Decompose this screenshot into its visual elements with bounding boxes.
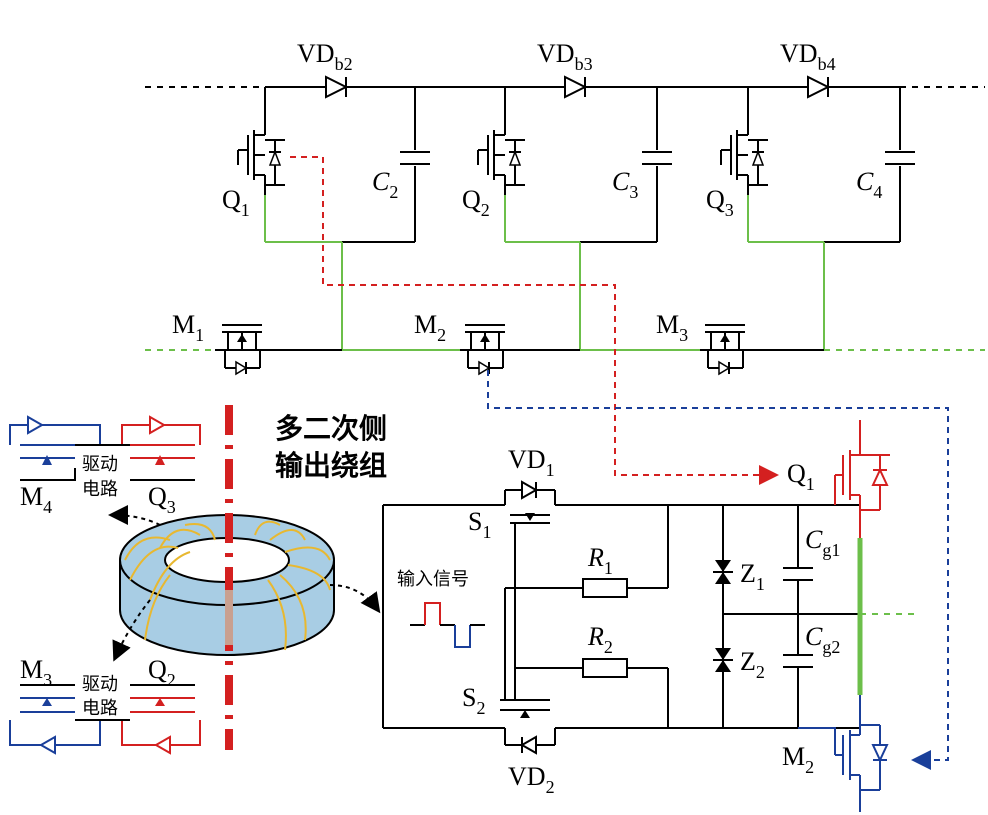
- mosfet-m2-right: [798, 695, 889, 812]
- label-vdb3: VDb3: [537, 39, 593, 74]
- mosfet-q1-right: [834, 420, 890, 538]
- label-r1: R1: [587, 543, 613, 578]
- label-vd2: VD2: [508, 762, 555, 797]
- label-q2: Q2: [462, 185, 490, 220]
- label-m2: M2: [414, 310, 446, 345]
- label-m3: M3: [656, 310, 688, 345]
- label-q3: Q3: [706, 185, 734, 220]
- label-multi-secondary-2: 输出绕组: [275, 449, 387, 482]
- label-input-signal: 输入信号: [397, 569, 469, 590]
- mosfet-m2: [465, 324, 505, 376]
- gate-drive-circuit: [382, 420, 915, 812]
- label-cg2: Cg2: [805, 622, 840, 657]
- label-z1: Z1: [740, 559, 765, 594]
- switch-s2: [500, 588, 556, 755]
- switch-s1: [504, 480, 556, 700]
- label-cg1: Cg1: [805, 525, 840, 560]
- mosfet-q1: [237, 125, 285, 195]
- capacitor-cg2: [783, 654, 813, 668]
- capacitor-cg1: [783, 567, 813, 581]
- label-m2-right: M2: [782, 742, 814, 777]
- capacitor-c2: [400, 151, 430, 165]
- label-vdb2: VDb2: [297, 39, 353, 74]
- drive-circuit-bottom: [9, 684, 201, 755]
- input-signal-waveform: [410, 602, 485, 648]
- label-vdb4: VDb4: [780, 39, 836, 74]
- resistor-r2: [515, 658, 669, 728]
- label-c2: C2: [372, 167, 398, 202]
- zener-z2: [713, 648, 733, 672]
- mosfet-q3: [720, 125, 768, 195]
- label-drive-bottom-2: 电路: [82, 698, 118, 719]
- label-m4: M4: [20, 482, 52, 517]
- label-m3-left: M3: [20, 655, 52, 690]
- label-c3: C3: [612, 167, 638, 202]
- resistor-r1: [505, 505, 669, 598]
- labels: VDb2 VDb3 VDb4 Q1 Q2 Q3 C2 C3 C4 M1 M2 M…: [20, 39, 882, 797]
- drive-circuit-top: [9, 415, 201, 481]
- label-s1: S1: [468, 507, 491, 542]
- zener-z1: [713, 560, 733, 584]
- label-drive-bottom-1: 驱动: [82, 674, 118, 695]
- label-q1-right: Q1: [787, 459, 815, 494]
- label-r2: R2: [587, 622, 613, 657]
- mosfet-m3: [705, 324, 745, 376]
- label-drive-top-1: 驱动: [82, 454, 118, 475]
- label-m1: M1: [172, 310, 204, 345]
- top-ladder: [145, 75, 985, 770]
- capacitor-c3: [642, 151, 672, 165]
- label-q1: Q1: [222, 185, 250, 220]
- label-vd1: VD1: [508, 445, 555, 480]
- capacitor-c4: [885, 151, 915, 165]
- mosfet-q2: [477, 125, 525, 195]
- diode-vdb2: [325, 75, 349, 99]
- toroid-transformer: [119, 405, 335, 750]
- label-q2-left: Q2: [148, 655, 176, 690]
- label-multi-secondary-1: 多二次侧: [275, 412, 387, 445]
- label-z2: Z2: [740, 647, 765, 682]
- label-drive-top-2: 电路: [82, 479, 118, 500]
- label-s2: S2: [462, 683, 485, 718]
- diode-vdb3: [564, 75, 588, 99]
- diode-vdb4: [807, 75, 831, 99]
- label-q3-left: Q3: [148, 482, 176, 517]
- label-c4: C4: [856, 167, 882, 202]
- mosfet-m1: [222, 324, 262, 376]
